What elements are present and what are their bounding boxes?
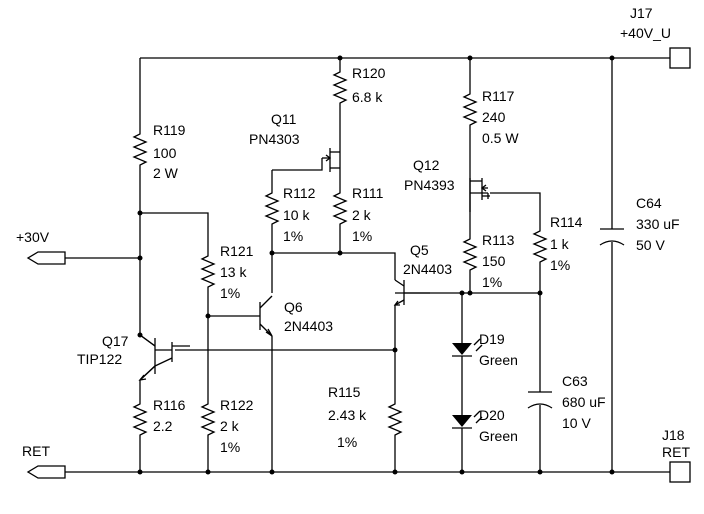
- r119-value: 100: [153, 145, 177, 161]
- r112-value: 10 k: [283, 207, 310, 223]
- c64-rating: 50 V: [636, 237, 665, 253]
- labels: J17 +40V_U J18 RET +30V RET R119 100 2 W…: [16, 5, 690, 460]
- j17-ref: J17: [630, 5, 653, 21]
- r119-rating: 2 W: [153, 165, 179, 181]
- c63-rating: 10 V: [562, 415, 591, 431]
- r111-resistor: [333, 186, 347, 228]
- ret-label: RET: [22, 443, 50, 459]
- r114-value: 1 k: [550, 236, 570, 252]
- q6-transistor: [259, 295, 273, 337]
- r115-tol: 1%: [337, 434, 357, 450]
- r121-value: 13 k: [220, 264, 247, 280]
- d19-color: Green: [479, 352, 518, 368]
- q5-transistor: [393, 279, 430, 306]
- c63-ref: C63: [562, 373, 588, 389]
- q12-jfet: [470, 178, 490, 200]
- r113-ref: R113: [482, 232, 515, 248]
- j18-ref: J18: [662, 427, 685, 443]
- r119-ref: R119: [153, 122, 186, 138]
- c64-value: 330 uF: [636, 216, 680, 232]
- in30-label: +30V: [16, 229, 50, 245]
- r117-value: 240: [482, 109, 506, 125]
- in30-arrow: [26, 251, 66, 265]
- r111-ref: R111: [352, 185, 384, 201]
- q11-jfet: [322, 148, 340, 172]
- q11-ref: Q11: [271, 111, 297, 127]
- r119-resistor: [133, 127, 147, 169]
- q17-transistor: [138, 334, 190, 381]
- r111-tol: 1%: [352, 228, 372, 244]
- r113-resistor: [463, 232, 477, 274]
- wires: [65, 57, 670, 473]
- r113-value: 150: [482, 253, 506, 269]
- r114-ref: R114: [550, 214, 583, 230]
- r114-resistor: [533, 224, 547, 266]
- r116-resistor: [133, 397, 147, 439]
- c63-value: 680 uF: [562, 394, 606, 410]
- c63-capacitor: [527, 391, 553, 409]
- r112-tol: 1%: [283, 228, 303, 244]
- r121-resistor: [201, 249, 215, 291]
- d20-led: [452, 410, 483, 429]
- junctions: [137, 55, 615, 475]
- r114-tol: 1%: [550, 257, 570, 273]
- r115-ref: R115: [328, 384, 361, 400]
- d19-ref: D19: [479, 331, 505, 347]
- d20-color: Green: [479, 428, 518, 444]
- r121-ref: R121: [220, 243, 254, 259]
- q6-type: 2N4403: [284, 318, 333, 334]
- r120-value: 6.8 k: [352, 89, 383, 105]
- q5-ref: Q5: [410, 242, 429, 258]
- r117-ref: R117: [482, 88, 515, 104]
- r112-resistor: [265, 186, 279, 228]
- j18-label: RET: [662, 444, 690, 460]
- r121-tol: 1%: [220, 285, 240, 301]
- j17-label: +40V_U: [620, 25, 671, 41]
- q6-ref: Q6: [284, 299, 303, 315]
- r122-tol: 1%: [220, 439, 240, 455]
- r122-value: 2 k: [220, 418, 240, 434]
- r122-ref: R122: [220, 397, 254, 413]
- r115-value: 2.43 k: [328, 407, 367, 423]
- r111-value: 2 k: [352, 207, 372, 223]
- j18-connector: [669, 461, 691, 483]
- d19-led: [452, 338, 483, 357]
- c64-ref: C64: [636, 195, 662, 211]
- r117-rating: 0.5 W: [482, 130, 519, 146]
- q17-type: TIP122: [77, 351, 122, 367]
- ret-arrow: [26, 465, 66, 479]
- d20-ref: D20: [479, 407, 505, 423]
- r115-resistor: [388, 397, 402, 439]
- r116-value: 2.2: [153, 418, 173, 434]
- q17-ref: Q17: [102, 333, 129, 349]
- q5-type: 2N4403: [403, 261, 452, 277]
- r116-ref: R116: [153, 397, 186, 413]
- r112-ref: R112: [283, 185, 316, 201]
- q11-type: PN4303: [249, 131, 300, 147]
- q12-type: PN4393: [404, 177, 455, 193]
- r113-tol: 1%: [482, 274, 502, 290]
- c64-capacitor: [599, 228, 625, 246]
- q12-ref: Q12: [413, 157, 440, 173]
- r122-resistor: [201, 397, 215, 439]
- r117-resistor: [463, 87, 477, 129]
- j17-connector: [669, 47, 691, 69]
- r120-ref: R120: [352, 65, 386, 81]
- r120-resistor: [333, 65, 347, 107]
